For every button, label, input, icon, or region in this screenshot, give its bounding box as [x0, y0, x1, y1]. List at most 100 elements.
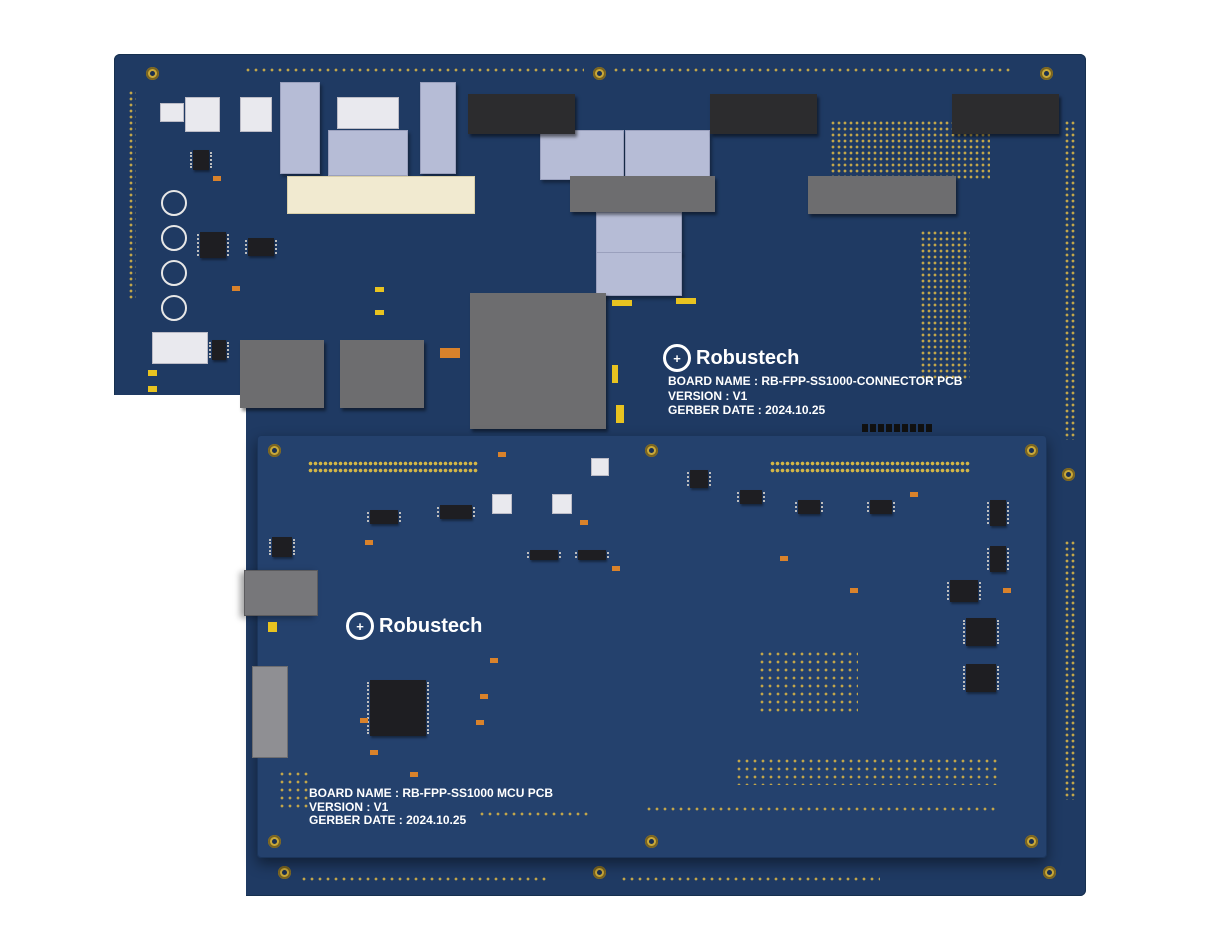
smd-part [375, 287, 384, 292]
smd-part [375, 310, 384, 315]
board-cutout [114, 395, 246, 897]
smd-part [850, 588, 858, 593]
pin-header [308, 467, 478, 474]
usb-connector [244, 570, 318, 616]
ic [737, 490, 765, 504]
relay [625, 130, 710, 180]
ic [209, 340, 229, 360]
jst-connector [160, 103, 184, 122]
mounting-hole [593, 67, 606, 80]
relay [596, 252, 682, 296]
logo-mark-icon: + [346, 612, 374, 640]
via-array [244, 66, 584, 76]
ic [963, 664, 999, 692]
smd-part [148, 386, 157, 392]
smd-part [360, 718, 368, 723]
relay [280, 82, 320, 174]
mounting-hole [268, 444, 281, 457]
via-array [612, 66, 1012, 76]
white-component [552, 494, 572, 514]
side-connector [252, 666, 288, 758]
robustech-logo: + Robustech [346, 612, 482, 640]
pin-header [862, 424, 932, 432]
soic-ic [527, 550, 561, 560]
via-array [620, 875, 880, 885]
ic [947, 580, 981, 602]
smd-part [370, 750, 378, 755]
header-socket [287, 176, 475, 214]
via-array [735, 757, 997, 785]
smd-part [213, 176, 221, 181]
smd-part [480, 694, 488, 699]
header-connector [337, 97, 399, 129]
ic [795, 500, 823, 514]
ic [987, 500, 1009, 526]
soic-ic [367, 510, 401, 524]
via-array [645, 805, 995, 815]
ic [687, 470, 711, 488]
soic-ic [245, 238, 277, 256]
board-connector [808, 176, 956, 214]
test-pad [161, 295, 187, 321]
via-array [1064, 540, 1076, 800]
board-connector [468, 94, 575, 134]
relay [596, 212, 682, 254]
smd-part [476, 720, 484, 725]
smd-part [616, 405, 624, 423]
smd-part [780, 556, 788, 561]
smd-part [676, 298, 696, 304]
smd-part [612, 300, 632, 306]
white-component [591, 458, 609, 476]
board-connector [570, 176, 715, 212]
rj45-connector [340, 340, 424, 408]
test-pad [161, 260, 187, 286]
mounting-hole [278, 866, 291, 879]
board-name: BOARD NAME : RB-FPP-SS1000 MCU PCB [309, 786, 554, 800]
ic [963, 618, 999, 646]
board-connector [952, 94, 1059, 134]
mounting-hole [1043, 866, 1056, 879]
power-connector [152, 332, 208, 364]
board-name: BOARD NAME : RB-FPP-SS1000-CONNECTOR PCB [668, 374, 963, 388]
rj45-connector [240, 340, 324, 408]
smd-part [490, 658, 498, 663]
smd-part [910, 492, 918, 497]
smd-part [232, 286, 240, 291]
board-version: VERSION : V1 [309, 800, 389, 814]
test-pad [161, 225, 187, 251]
mcu-pcb [257, 435, 1047, 858]
mounting-hole [645, 835, 658, 848]
soic-ic [437, 505, 475, 519]
ic [269, 537, 295, 557]
transformer [470, 293, 606, 429]
gerber-date: GERBER DATE : 2024.10.25 [668, 403, 826, 417]
smd-part [148, 370, 157, 376]
smd-part [268, 622, 277, 632]
mcu-chip [367, 680, 429, 736]
relay [328, 130, 408, 176]
logo-mark-icon: + [663, 344, 691, 372]
relay [540, 130, 624, 180]
test-pad [161, 190, 187, 216]
power-connector [240, 97, 272, 132]
via-array [300, 875, 550, 885]
relay [420, 82, 456, 174]
mounting-hole [268, 835, 281, 848]
smd-part [1003, 588, 1011, 593]
via-array [478, 810, 588, 820]
board-version: VERSION : V1 [668, 389, 748, 403]
smd-part [410, 772, 418, 777]
smd-part [612, 566, 620, 571]
mounting-hole [1062, 468, 1075, 481]
via-array [920, 230, 970, 380]
gerber-date: GERBER DATE : 2024.10.25 [309, 813, 467, 827]
pin-header [770, 467, 970, 474]
smd-part [440, 348, 460, 358]
soic-ic [575, 550, 609, 560]
mounting-hole [146, 67, 159, 80]
pin-header [770, 460, 970, 467]
mounting-hole [1025, 835, 1038, 848]
via-array [1064, 120, 1076, 440]
smd-part [612, 365, 618, 383]
via-array [278, 770, 308, 810]
